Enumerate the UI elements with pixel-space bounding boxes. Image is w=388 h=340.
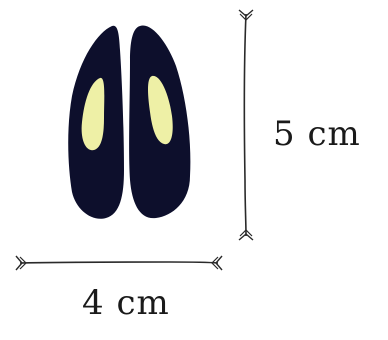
left-pad-shape [81,77,105,151]
right-pad-shape [148,75,173,145]
width-label: 4 cm [82,283,170,323]
left-toe-icon [68,25,124,219]
height-dimension-line [238,9,254,241]
height-label: 5 cm [273,114,361,154]
width-dimension-line [15,255,223,271]
right-toe-icon [129,25,191,219]
